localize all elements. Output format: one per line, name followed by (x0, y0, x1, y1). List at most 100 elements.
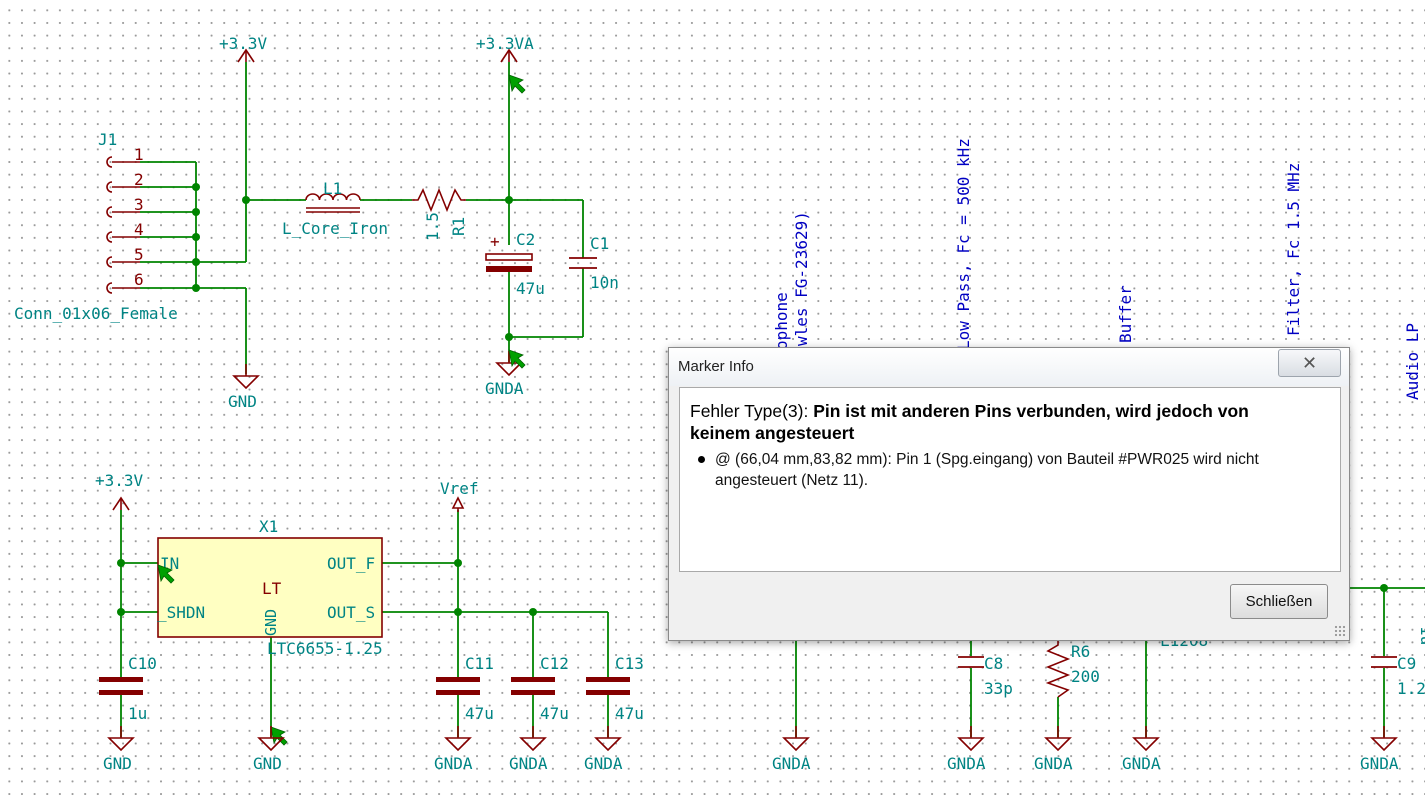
j1-pin-6: 6 (134, 270, 144, 289)
wires (120, 62, 1425, 737)
junctions (117, 183, 1388, 616)
capacitor-c9[interactable]: C9 1.2 (1371, 654, 1425, 698)
gnda-symbol-buffer[interactable]: GNDA (1122, 725, 1161, 773)
gnda-label: GNDA (1034, 754, 1073, 773)
gnd-symbol-c10[interactable]: GND (103, 725, 134, 773)
error-type: Fehler Type(3): (690, 401, 809, 421)
c11-value: 47u (465, 704, 494, 723)
x1-value: LTC6655-1.25 (267, 639, 383, 658)
c9-value: 1.2 (1397, 679, 1425, 698)
error-heading: Fehler Type(3): Pin ist mit anderen Pins… (690, 400, 1290, 444)
gnda-label: GNDA (509, 754, 548, 773)
gnd-label: GND (228, 392, 257, 411)
j1-ref: J1 (98, 130, 117, 149)
capacitor-c12[interactable]: C12 47u (511, 654, 569, 723)
capacitor-c2[interactable]: + C2 47u (485, 230, 545, 298)
x1-ref: X1 (259, 517, 278, 536)
capacitor-c10[interactable]: C10 1u (99, 654, 157, 723)
power-3v3a[interactable]: +3.3VA (476, 34, 534, 63)
gnda-symbol-r6[interactable]: GNDA (1034, 725, 1073, 773)
erc-marker-icon[interactable] (508, 349, 526, 369)
gnd-label: GND (253, 754, 282, 773)
gnda-symbol-c12[interactable]: GNDA (509, 725, 548, 773)
c9-ref: C9 (1397, 654, 1416, 673)
c11-ref: C11 (465, 654, 494, 673)
gnda-symbol-c8[interactable]: GNDA (947, 725, 986, 773)
c1-value: 10n (590, 273, 619, 292)
x1-pin-out-f: OUT_F (327, 554, 375, 573)
gnd-symbol-x1[interactable]: GND (253, 725, 284, 773)
gnda-label: GNDA (485, 379, 524, 398)
resize-grip-icon[interactable] (1334, 625, 1346, 637)
gnda-label: GNDA (1122, 754, 1161, 773)
power-label-3v3: +3.3V (219, 34, 268, 53)
capacitor-c8[interactable]: C8 33p (958, 654, 1013, 698)
gnda-label: GNDA (584, 754, 623, 773)
bullet-icon (698, 456, 705, 463)
resistor-r6[interactable]: R6 200 (1045, 640, 1100, 698)
error-detail-item: @ (66,04 mm,83,82 mm): Pin 1 (Spg.eingan… (698, 449, 1315, 491)
r1-value: 1.5 (423, 212, 442, 241)
note-audio-lp: Audio LP (1403, 323, 1422, 400)
erc-marker-icon[interactable] (508, 74, 526, 94)
gnda-symbol-c13[interactable]: GNDA (584, 725, 623, 773)
gnda-symbol-c9[interactable]: GNDA (1360, 725, 1399, 773)
c13-value: 47u (615, 704, 644, 723)
j1-pin-2: 2 (134, 170, 144, 189)
capacitor-c13[interactable]: C13 47u (586, 654, 644, 723)
power-label-vref: Vref (440, 479, 479, 498)
c12-ref: C12 (540, 654, 569, 673)
gnd-label: GND (103, 754, 132, 773)
gnda-symbol-c11[interactable]: GNDA (434, 725, 473, 773)
ic-x1[interactable]: X1 IN _SHDN OUT_F OUT_S LT GND LTC6655-1… (157, 517, 383, 658)
l1-ref: L1 (323, 179, 342, 198)
j1-pin-4: 4 (134, 220, 144, 239)
j1-pin-3: 3 (134, 195, 144, 214)
l1-value: L_Core_Iron (282, 219, 388, 238)
dialog-titlebar[interactable]: Marker Info ✕ (669, 348, 1349, 386)
marker-message-panel: Fehler Type(3): Pin ist mit anderen Pins… (679, 387, 1341, 572)
c2-value: 47u (516, 279, 545, 298)
gnda-label: GNDA (1360, 754, 1399, 773)
r1-ref: R1 (449, 217, 468, 236)
power-vref[interactable]: Vref (440, 479, 479, 512)
note-lowpass: Low Pass, Fc = 500 kHz (954, 138, 973, 350)
power-label-3v3a: +3.3VA (476, 34, 534, 53)
schematic-notes: ophone wles FG-23629) Low Pass, Fc = 500… (772, 138, 1422, 400)
x1-pin-out-s: OUT_S (327, 603, 375, 622)
gnd-symbol-j1[interactable]: GND (228, 363, 259, 411)
c2-ref: C2 (516, 230, 535, 249)
capacitor-c1[interactable]: C1 10n (569, 234, 619, 292)
c10-ref: C10 (128, 654, 157, 673)
close-button[interactable]: Schließen (1230, 584, 1328, 619)
note-microphone: ophone (772, 292, 791, 350)
note-mic-part: wles FG-23629) (792, 211, 811, 346)
c10-value: 1u (128, 704, 147, 723)
error-message: Pin ist mit anderen Pins verbunden, wird… (690, 401, 1249, 443)
power-3v3-top[interactable]: +3.3V (219, 34, 268, 63)
error-detail-text: @ (66,04 mm,83,82 mm): Pin 1 (Spg.eingan… (715, 451, 1259, 489)
c8-ref: C8 (984, 654, 1003, 673)
note-buffer: Buffer (1116, 285, 1135, 343)
resistor-r1[interactable]: 1.5 R1 (412, 187, 468, 241)
gnda-symbol-c2[interactable]: GNDA (485, 350, 524, 398)
x1-pin-shdn: _SHDN (157, 603, 205, 622)
j1-pin-1: 1 (134, 145, 144, 164)
close-icon[interactable]: ✕ (1278, 349, 1341, 377)
dialog-title: Marker Info (678, 358, 754, 375)
gnda-label: GNDA (947, 754, 986, 773)
j1-pin-5: 5 (134, 245, 144, 264)
inductor-l1[interactable]: L1 L_Core_Iron (282, 179, 388, 238)
c1-ref: C1 (590, 234, 609, 253)
r6-value: 200 (1071, 667, 1100, 686)
power-label-3v3-bottom: +3.3V (95, 471, 144, 490)
gnda-label: GNDA (772, 754, 811, 773)
capacitor-c11[interactable]: C11 47u (436, 654, 494, 723)
x1-body-label: LT (262, 579, 282, 598)
note-filter: Filter, Fc 1.5 MHz (1284, 163, 1303, 336)
gnda-symbol-mic[interactable]: GNDA (772, 725, 811, 773)
connector-j1[interactable]: J1 1 2 3 4 5 6 Conn_01x06_Female (14, 130, 178, 323)
power-3v3-bottom[interactable]: +3.3V (95, 471, 144, 511)
gnda-label: GNDA (434, 754, 473, 773)
